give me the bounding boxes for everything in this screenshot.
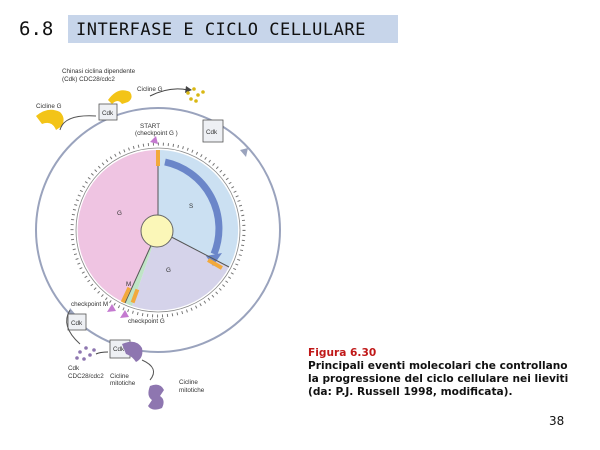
label-phase-g2: G: [166, 267, 171, 274]
label-cdk-bottom-1: Cdk: [71, 320, 83, 327]
mitotic-degradation-arrow: [96, 352, 108, 354]
nucleus: [141, 215, 173, 247]
label-cdk-kinase: Chinasi ciclina dipendente: [62, 68, 136, 75]
degraded-mitotic-cyclin-dots: [75, 346, 96, 361]
label-cdk-top: Cdk: [102, 110, 114, 117]
label-cyclin-g1-left: Cicline G: [36, 103, 62, 110]
mitotic-cyclin-shape: [148, 385, 164, 410]
label-phase-m: M: [126, 281, 131, 288]
transition-marker: [156, 150, 160, 166]
caption-line-2: la progressione del ciclo cellulare nei …: [308, 373, 593, 386]
label-checkpoint-m: checkpoint M: [71, 301, 108, 308]
connector-arrow: [142, 360, 154, 380]
label-cdk-bottom-text-2: CDC28/cdc2: [68, 373, 104, 380]
checkpoint-triangle: [107, 304, 116, 312]
label-cdk-right: Cdk: [206, 129, 218, 136]
label-mitotic-cyclins: Cicline: [179, 379, 198, 386]
label-phase-g1: G: [117, 210, 122, 217]
label-phase-s: S: [189, 203, 193, 210]
label-mitotic-cyclins-2: mitotiche: [179, 387, 205, 394]
checkpoint-triangle: [150, 136, 158, 144]
outer-ring-arrow: [240, 148, 248, 157]
label-mitotic-cyclins-inner: Cicline: [110, 373, 129, 380]
label-checkpoint-g1: (checkpoint G ): [135, 130, 178, 137]
cyclin-g1-left-shape: [36, 110, 64, 130]
caption-line-1: Principali eventi molecolari che control…: [308, 360, 593, 373]
caption-title: Figura 6.30: [308, 347, 593, 360]
page-number: 38: [549, 414, 564, 428]
label-cdk-kinase-2: (Cdk) CDC28/cdc2: [62, 76, 115, 83]
figure-caption: Figura 6.30 Principali eventi molecolari…: [308, 347, 593, 399]
label-mitotic-cyclins-inner-2: mitotiche: [110, 380, 136, 387]
label-start: START: [140, 123, 160, 130]
label-checkpoint-g2: checkpoint G: [128, 318, 165, 325]
cyclin-g1-bound-shape: [108, 90, 132, 104]
label-cdk-bottom-text: Cdk: [68, 365, 80, 372]
caption-line-3: (da: P.J. Russell 1998, modificata).: [308, 386, 593, 399]
